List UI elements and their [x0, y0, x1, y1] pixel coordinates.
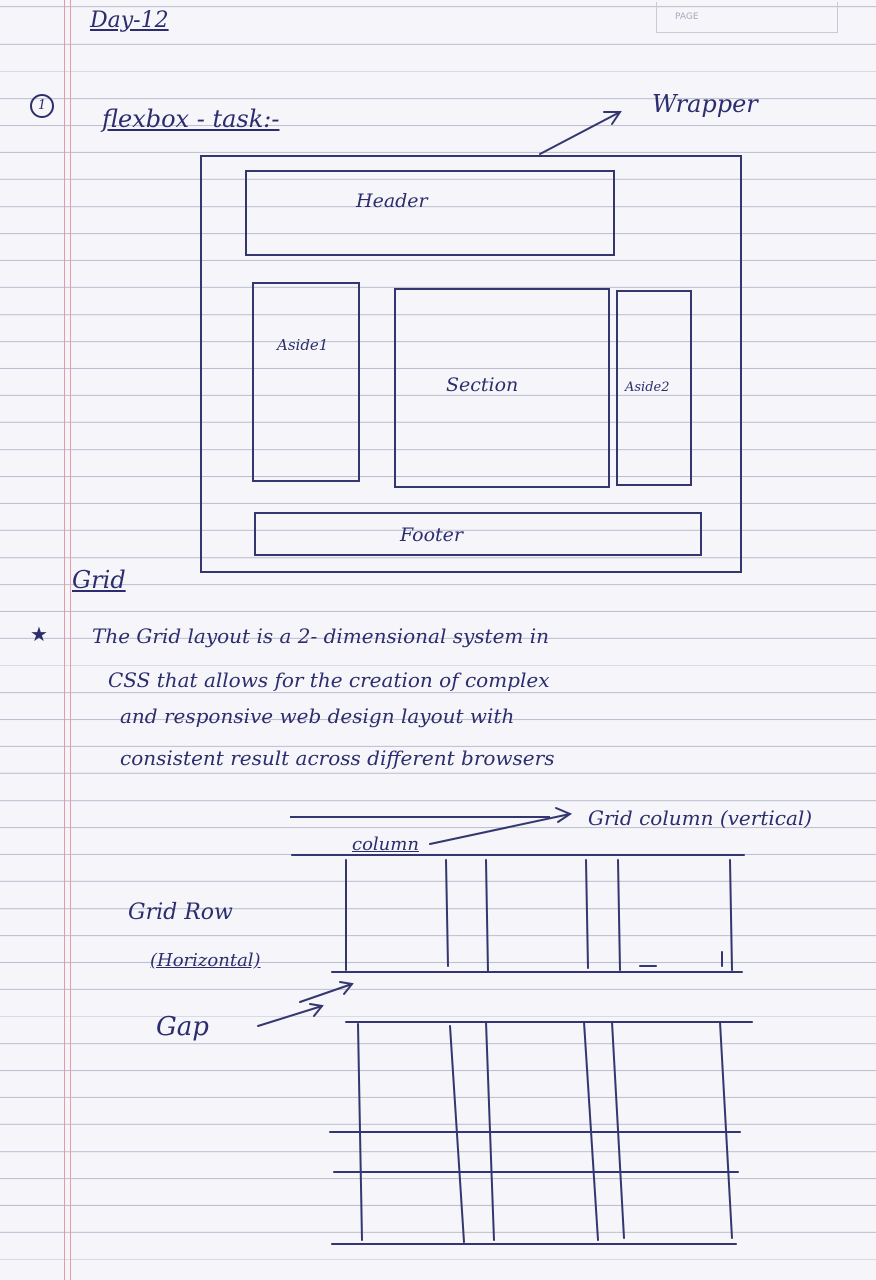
grid-column-line [617, 859, 621, 971]
aside2-label: Aside2 [625, 380, 670, 395]
section-number-text: 1 [37, 98, 47, 113]
page-title: Day-12 [90, 8, 169, 33]
grid-text-line: CSS that allows for the creation of comp… [108, 668, 550, 692]
grid-column-line [583, 1021, 599, 1241]
grid-column-line [485, 859, 489, 973]
wrapper-arrow [539, 111, 621, 155]
wrapper-label: Wrapper [652, 90, 758, 118]
header-box [245, 170, 615, 256]
flexbox-heading: flexbox - task:- [102, 105, 280, 133]
grid-column-line [449, 1025, 465, 1243]
grid-column-line [729, 859, 733, 971]
margin-line [64, 0, 65, 1280]
grid-heading: Grid [72, 566, 126, 594]
page-number-box: PAGE [656, 2, 838, 33]
section-box [394, 288, 610, 488]
row-arrow [299, 983, 353, 1003]
grid-column-line [719, 1021, 733, 1239]
grid-row-label: Grid Row [128, 900, 233, 925]
footer-label: Footer [400, 524, 463, 546]
wrapper-arrow-head [603, 111, 622, 125]
section-label: Section [446, 374, 519, 396]
wrapper-box [200, 155, 742, 573]
grid-text-line: and responsive web design layout with [120, 704, 515, 728]
aside1-label: Aside1 [277, 336, 329, 354]
page-label: PAGE [675, 12, 699, 22]
grid-row-sub-label: (Horizontal) [150, 950, 261, 971]
gap-label: Gap [156, 1012, 209, 1042]
grid-column-arrow-head [555, 807, 573, 823]
margin-line [70, 0, 71, 1280]
grid-text-line: The Grid layout is a 2- dimensional syst… [92, 624, 550, 648]
grid-column-arrow [429, 813, 571, 845]
grid-column-label: Grid column (vertical) [588, 806, 813, 830]
column-label: column [352, 834, 419, 855]
aside2-box [616, 290, 692, 486]
grid-column-line [445, 859, 449, 967]
header-label: Header [356, 190, 428, 212]
grid-column-line [611, 1021, 625, 1239]
grid-text-line: consistent result across different brows… [120, 746, 555, 770]
grid-column-line [485, 1021, 495, 1241]
row-arrow-head [339, 981, 354, 995]
grid-column-pointer-line [290, 816, 550, 818]
star-bullet: ★ [30, 622, 48, 646]
gap-arrow [257, 1005, 323, 1027]
aside1-box [252, 282, 360, 482]
grid-column-line [585, 859, 589, 969]
footer-box [254, 512, 702, 556]
grid-column-line [357, 1023, 363, 1241]
gap-arrow-head [309, 1003, 324, 1017]
section-number: 1 [30, 94, 54, 118]
